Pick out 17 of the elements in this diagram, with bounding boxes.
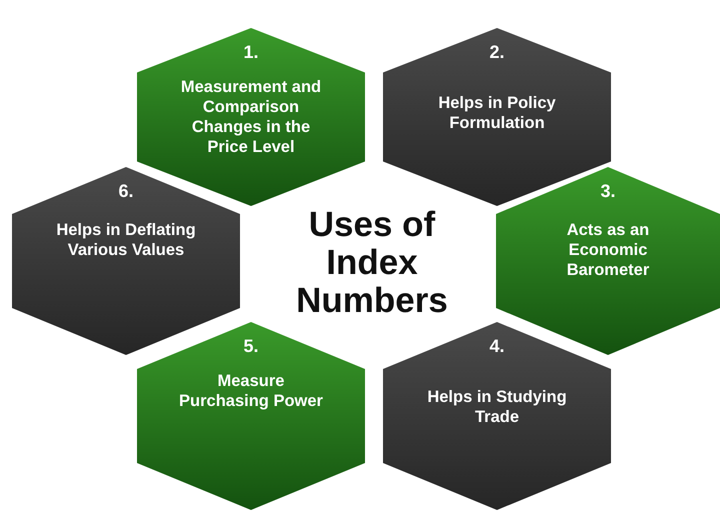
step-text: Measure Purchasing Power	[178, 371, 324, 411]
step-number: 5.	[243, 336, 258, 357]
step-number: 6.	[118, 181, 134, 202]
step-number: 1.	[243, 42, 258, 63]
hexagon-card	[12, 167, 240, 355]
step-number: 4.	[489, 336, 504, 357]
diagram-title: Uses of Index Numbers	[295, 206, 449, 320]
step-text: Helps in Deflating Various Values	[55, 220, 197, 260]
step-text: Measurement and Comparison Changes in the Price Level	[180, 77, 322, 157]
step-text: Acts as an Economic Barometer	[566, 220, 650, 280]
hexagon-card	[137, 28, 365, 206]
step-text: Helps in Policy Formulation	[437, 93, 557, 133]
hexagon-card	[137, 322, 365, 510]
step-number: 3.	[600, 181, 616, 202]
step-text: Helps in Studying Trade	[426, 387, 568, 427]
hexagon-card	[383, 322, 611, 510]
step-number: 2.	[489, 42, 504, 63]
